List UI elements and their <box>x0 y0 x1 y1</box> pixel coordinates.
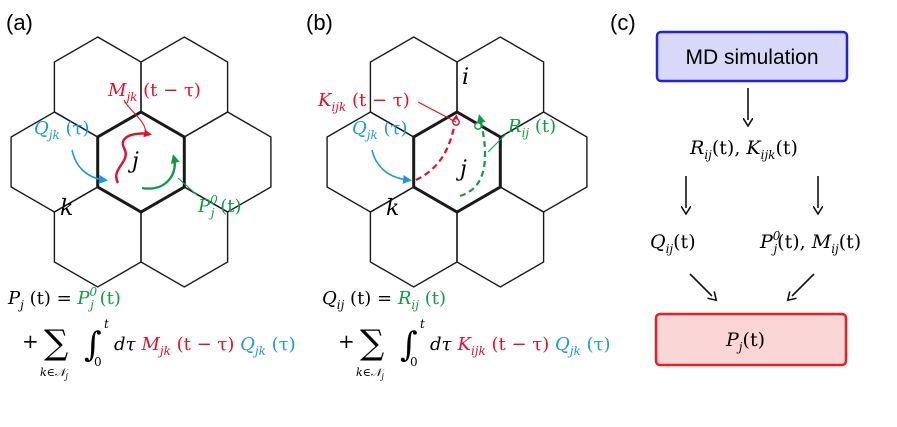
K-label: Kijk (t − τ) <box>317 90 410 114</box>
eq-a-int: ∫ <box>84 325 102 365</box>
R-node <box>474 122 482 130</box>
panel-c-label: (c) <box>610 10 636 35</box>
Q-label-a: Qjk (τ) <box>34 118 90 142</box>
cell-k-b: k <box>386 196 399 221</box>
a-hex-center <box>96 110 186 214</box>
b-hex-lower-left <box>369 186 458 288</box>
R-pointer-line <box>487 133 507 153</box>
md-simulation-box <box>655 30 849 83</box>
md-simulation-label: MD simulation <box>685 46 818 69</box>
R-label: Rij (t) <box>507 116 556 140</box>
eq-a-int-lower: 0 <box>94 355 102 369</box>
hex-lattice-b <box>326 36 588 288</box>
pj-box <box>654 312 848 367</box>
Q-arrow-a <box>71 149 108 184</box>
eq-b-sum: ∑ <box>360 323 384 363</box>
b-hex-lower-right <box>456 186 545 288</box>
hex-lattice-a <box>10 36 272 288</box>
eq-b-int-lower: 0 <box>410 355 418 369</box>
cell-j-b: j <box>455 157 467 182</box>
M-label: Mjk (t − τ) <box>107 80 201 104</box>
eq-a-sum: ∑ <box>44 323 68 363</box>
K-pointer-line <box>417 101 457 123</box>
arrow-pm-to-p <box>792 273 815 296</box>
eq-b-int-upper: t <box>420 317 425 331</box>
cell-j-a: j <box>127 149 139 174</box>
q-label-c: Qij(t) <box>650 231 696 256</box>
arrow-q-to-p <box>689 273 712 296</box>
M-pointer-line <box>123 99 147 135</box>
Q-arrow-b <box>371 149 412 184</box>
eq-a-int-upper: t <box>104 317 109 331</box>
panel-b-label: (b) <box>306 10 333 35</box>
Q-label-b: Qjk (τ) <box>352 118 408 142</box>
a-hex-lower-right <box>140 186 229 288</box>
eq-a-sum-sub: k∈𝒩j <box>40 366 69 381</box>
cell-i-b: i <box>462 65 469 90</box>
eq-b-plus: + <box>338 329 355 353</box>
rk-label: Rij(t), Kijk(t) <box>689 137 798 162</box>
P0-arrow <box>141 154 180 190</box>
pj-label: Pj(t) <box>725 329 765 354</box>
K-arrow <box>415 114 460 181</box>
eq-b-line1: Qij (t) = Rij (t) <box>322 288 446 312</box>
cell-k-a: k <box>60 196 73 221</box>
eq-b-sum-sub: k∈𝒩j <box>356 366 385 381</box>
b-hex-center <box>412 110 502 214</box>
panel-a-label: (a) <box>6 10 33 35</box>
M-arrow <box>115 129 152 184</box>
P0-pointer-line <box>177 177 199 197</box>
eq-b-int: ∫ <box>400 325 418 365</box>
eq-a-plus: + <box>22 329 39 353</box>
